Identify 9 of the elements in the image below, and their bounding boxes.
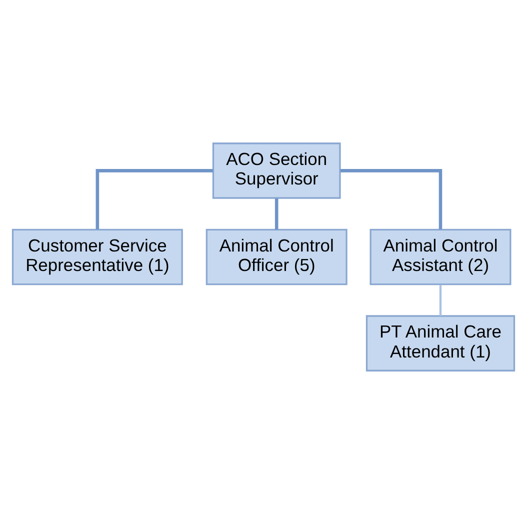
node-box: ACO Section Supervisor [212,142,341,199]
node-box: Animal Control Assistant (2) [370,228,512,286]
connector [96,169,213,230]
node-box: PT Animal Care Attendant (1) [366,315,516,372]
connector [340,169,442,230]
connector [274,198,278,230]
node-box: Customer Service Representative (1) [12,228,183,286]
node-box: Animal Control Officer (5) [206,228,348,286]
connector [439,284,442,316]
